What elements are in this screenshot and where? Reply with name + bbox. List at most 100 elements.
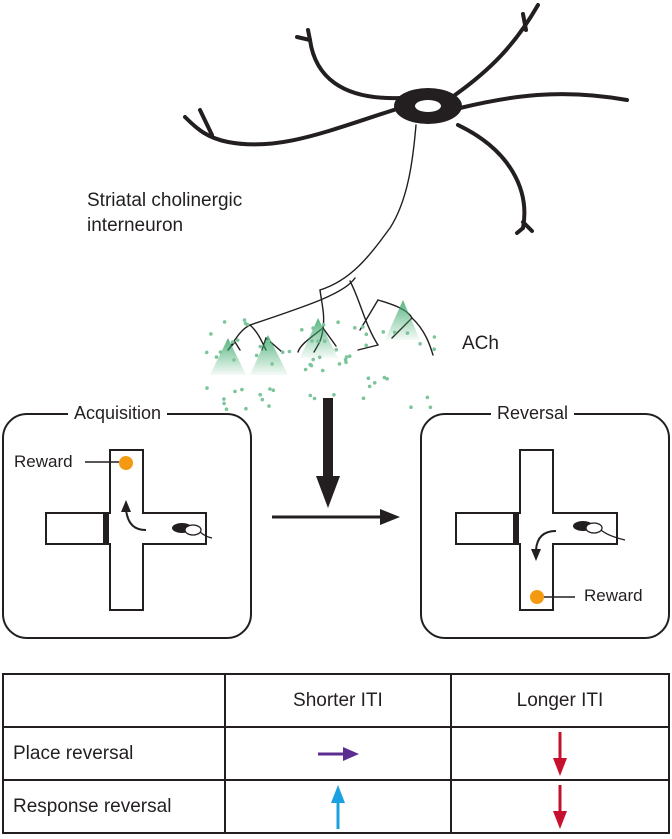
right-arrow-icon [272,509,400,525]
ach-molecule-dot [242,318,247,322]
cell-place-shorter [224,726,452,781]
ach-molecule-dot [382,375,387,380]
t-maze [455,449,618,611]
ach-molecule-dot [316,339,320,344]
ach-molecule-dot [322,339,327,344]
arrow-down-icon [552,784,567,829]
t-maze [45,449,207,611]
ach-molecule-dot [224,407,229,412]
cell-response-longer [449,779,671,834]
ach-label: ACh [462,333,499,354]
reversal-reward-label: Reward [584,586,643,605]
ach-molecule-dot [432,335,437,339]
neuron-label-line2: interneuron [87,215,184,236]
ach-molecule-dot [428,405,433,410]
row-label-response-reversal: Response reversal [2,779,226,834]
ach-molecule-dot [364,343,369,348]
ach-molecule-dot [409,405,413,410]
ach-molecule-dot [205,386,209,390]
acquisition-title: Acquisition [68,403,168,424]
ach-molecule-dot [214,355,219,359]
ach-molecule-dot [267,404,271,408]
ach-molecule-dot [311,357,316,362]
row-label-place-reversal: Place reversal [2,726,226,781]
ach-molecule-dot [240,387,244,392]
ach-molecule-dot [266,339,271,344]
ach-molecule-dot [233,389,237,394]
ach-molecule-dot [260,397,265,402]
reward-icon [119,456,133,470]
ach-molecule-dot [300,328,304,332]
table-corner-cell [2,673,226,728]
ach-molecule-dot [303,367,308,372]
arrow-up-icon [330,784,345,829]
ach-molecule-dot [364,332,369,337]
ach-molecule-dot [367,384,372,389]
ach-molecule-dot [243,321,248,326]
ach-molecule-dot [353,326,357,330]
ach-molecule-dot [244,406,248,411]
ach-molecule-dot [366,376,371,381]
acquisition-reward-label: Reward [14,452,73,471]
neuron-label-line1: Striatal cholinergic [87,190,243,211]
ach-molecule-dot [334,347,339,352]
ach-molecule-dot [232,358,236,362]
ach-cloud [300,318,338,358]
ach-molecule-dot [432,347,437,352]
ach-molecule-dot [271,388,276,393]
ach-molecule-dot [280,350,285,355]
rat-icon [172,523,213,539]
ach-molecule-dot [270,362,274,366]
ach-molecule-dot [222,401,226,406]
ach-molecule-dot [209,332,213,336]
ach-molecule-dot [222,320,227,324]
down-arrow-icon [316,398,340,508]
ach-molecule-dot [381,330,386,334]
ach-molecule-dot [425,395,430,400]
ach-molecule-dot [268,387,272,391]
ach-molecule-dot [361,396,366,401]
column-header-longer-iti: Longer ITI [449,673,671,728]
column-header-shorter-iti: Shorter ITI [224,673,452,728]
ach-molecule-dot [258,392,263,397]
table-row: Place reversal [2,726,671,781]
ach-molecule-dot [312,396,317,401]
ach-molecule-dot [337,362,342,366]
turn-arrow-icon [125,509,147,531]
ach-molecule-dot [344,360,348,365]
ach-molecule-dot [418,342,422,346]
ach-molecule-dot [321,322,326,327]
ach-molecule-dot [385,377,389,381]
ach-cloud [210,338,246,375]
ach-molecule-dot [392,330,397,335]
turn-arrow-icon [535,530,557,551]
ach-release [204,300,437,412]
reversal-panel [420,413,670,639]
arrow-right-icon [317,746,359,761]
ach-molecule-dot [320,368,325,373]
ach-cloud [250,335,288,375]
ach-molecule-dot [204,350,209,355]
ach-cloud [385,300,420,340]
ach-molecule-dot [254,353,259,358]
arrow-down-icon [552,731,567,776]
ach-molecule-dot [310,339,314,343]
ach-molecule-dot [347,354,352,359]
table-header-row: Shorter ITI Longer ITI [2,673,671,728]
cell-response-shorter [224,779,452,834]
table-row: Response reversal [2,779,671,834]
reversal-title: Reversal [491,403,575,424]
iti-effects-table: Shorter ITI Longer ITI Place reversal Re… [2,673,671,834]
ach-molecule-dot [332,393,336,397]
cell-place-longer [449,726,671,781]
ach-molecule-dot [287,349,292,354]
ach-molecule-dot [311,326,315,330]
ach-molecule-dot [361,325,365,329]
cholinergic-neuron-icon [183,3,629,356]
ach-molecule-dot [222,397,226,401]
ach-molecule-dot [317,355,322,360]
reward-icon [530,590,544,604]
ach-molecule-dot [308,393,313,398]
